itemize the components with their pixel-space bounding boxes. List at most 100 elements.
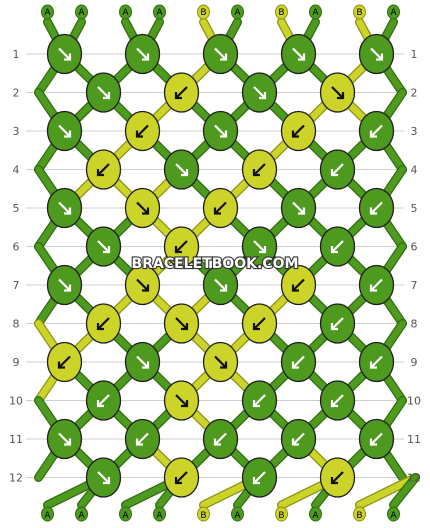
knot-arrow-sw — [97, 394, 110, 407]
knot-arrow-head — [142, 361, 150, 369]
knot-arrow-se — [214, 278, 227, 292]
row-number-right: 6 — [411, 241, 418, 254]
knot-arrow-sw — [253, 317, 266, 330]
row-number-left: 10 — [9, 395, 23, 408]
knot-arrow-se — [214, 47, 227, 61]
knot-arrow-head — [96, 323, 104, 331]
row-number-right: 4 — [411, 164, 418, 177]
knot-arrow-sw — [370, 432, 383, 446]
knot-arrow-se — [58, 201, 71, 215]
strand-label-bottom: A — [78, 511, 85, 521]
knot-arrow-sw — [292, 124, 305, 138]
knot-arrow-head — [369, 438, 377, 446]
row-number-left: 12 — [9, 472, 23, 485]
strand-end-top — [231, 4, 244, 20]
strand-label-top: B — [356, 8, 362, 18]
knot-arrow-head — [103, 246, 111, 254]
row-number-left: 5 — [13, 202, 20, 215]
row-number-right: 1 — [411, 48, 418, 61]
strand-label-bottom: A — [234, 511, 241, 521]
knot-arrow-se — [136, 47, 149, 61]
row-number-right: 5 — [411, 202, 418, 215]
strand-label-bottom: A — [156, 511, 163, 521]
row-number-left: 7 — [13, 279, 20, 292]
strand-label-bottom: A — [390, 511, 397, 521]
knot-arrow-sw — [253, 163, 266, 176]
knot-arrow-head — [135, 438, 143, 446]
knot-arrow-head — [96, 169, 104, 177]
row-number-right: 12 — [407, 472, 421, 485]
row-number-right: 2 — [411, 87, 418, 100]
knot-arrow-head — [259, 246, 267, 254]
row-number-left: 6 — [13, 241, 20, 254]
strand-label-bottom: A — [122, 511, 129, 521]
strand-end-bottom — [41, 506, 54, 522]
knot-arrow-sw — [331, 163, 344, 176]
knot-arrow-sw — [331, 471, 344, 484]
knot-arrow-head — [142, 284, 150, 292]
knot-arrow-sw — [136, 432, 149, 446]
knot-arrow-sw — [214, 432, 227, 446]
knot-arrow-se — [292, 47, 305, 61]
strand-label-bottom: B — [356, 511, 362, 521]
knot-arrow-head — [181, 400, 189, 408]
knot-arrow-sw — [175, 240, 188, 253]
knot-arrow-head — [369, 284, 377, 292]
knot-arrow-head — [220, 361, 228, 369]
watermark: BRACELETBOOK.COM — [132, 256, 299, 272]
strand-label-top: B — [278, 8, 284, 18]
knot-arrow-sw — [292, 432, 305, 446]
knot-arrow-se — [253, 86, 266, 99]
knot-arrow-head — [252, 169, 260, 177]
knot-arrow-se — [58, 47, 71, 61]
knot-arrow-head — [330, 400, 338, 408]
knot-arrow-sw — [331, 394, 344, 407]
strand-end-bottom — [75, 506, 88, 522]
knot-arrow-sw — [97, 317, 110, 330]
strand-end-top — [197, 4, 210, 20]
knot-arrow-sw — [370, 124, 383, 138]
knot-arrow-se — [214, 124, 227, 138]
row-number-left: 2 — [13, 87, 20, 100]
knot-arrow-se — [370, 47, 383, 61]
row-number-left: 11 — [9, 433, 23, 446]
strand-bottom-core — [390, 474, 419, 509]
knot-arrow-head — [330, 477, 338, 485]
knot-arrow-head — [252, 477, 260, 485]
knot-arrow-se — [97, 240, 110, 253]
knot-arrow-head — [64, 438, 72, 446]
row-number-left: 9 — [13, 356, 20, 369]
knot-arrow-head — [174, 92, 182, 100]
knot-arrow-se — [136, 201, 149, 215]
row-number-right: 10 — [407, 395, 421, 408]
strand-end-bottom — [275, 506, 288, 522]
knot-arrow-head — [220, 284, 228, 292]
knot-arrow-se — [97, 86, 110, 99]
strand-end-top — [75, 4, 88, 20]
knot-arrow-head — [57, 361, 65, 369]
knot-arrow-head — [174, 477, 182, 485]
row-number-right: 3 — [411, 125, 418, 138]
strand-label-top: A — [390, 8, 397, 18]
strand-end-bottom — [309, 506, 322, 522]
knot-arrow-head — [337, 92, 345, 100]
strand-label-bottom: A — [44, 511, 51, 521]
strand-label-top: A — [156, 8, 163, 18]
knot-arrow-se — [214, 355, 227, 369]
knot-arrow-head — [181, 323, 189, 331]
strand-label-top: A — [78, 8, 85, 18]
knot-arrow-head — [213, 438, 221, 446]
knot-arrow-se — [331, 86, 344, 99]
knot-arrow-head — [96, 400, 104, 408]
knot-arrow-head — [376, 53, 384, 61]
row-number-right: 9 — [411, 356, 418, 369]
strand-label-top: B — [200, 8, 206, 18]
row-number-right: 8 — [411, 318, 418, 331]
knot-arrow-head — [252, 400, 260, 408]
knot-arrow-head — [142, 53, 150, 61]
knot-arrow-sw — [214, 201, 227, 215]
strand-end-top — [387, 4, 400, 20]
knot-arrow-se — [58, 278, 71, 292]
strand-end-top — [41, 4, 54, 20]
